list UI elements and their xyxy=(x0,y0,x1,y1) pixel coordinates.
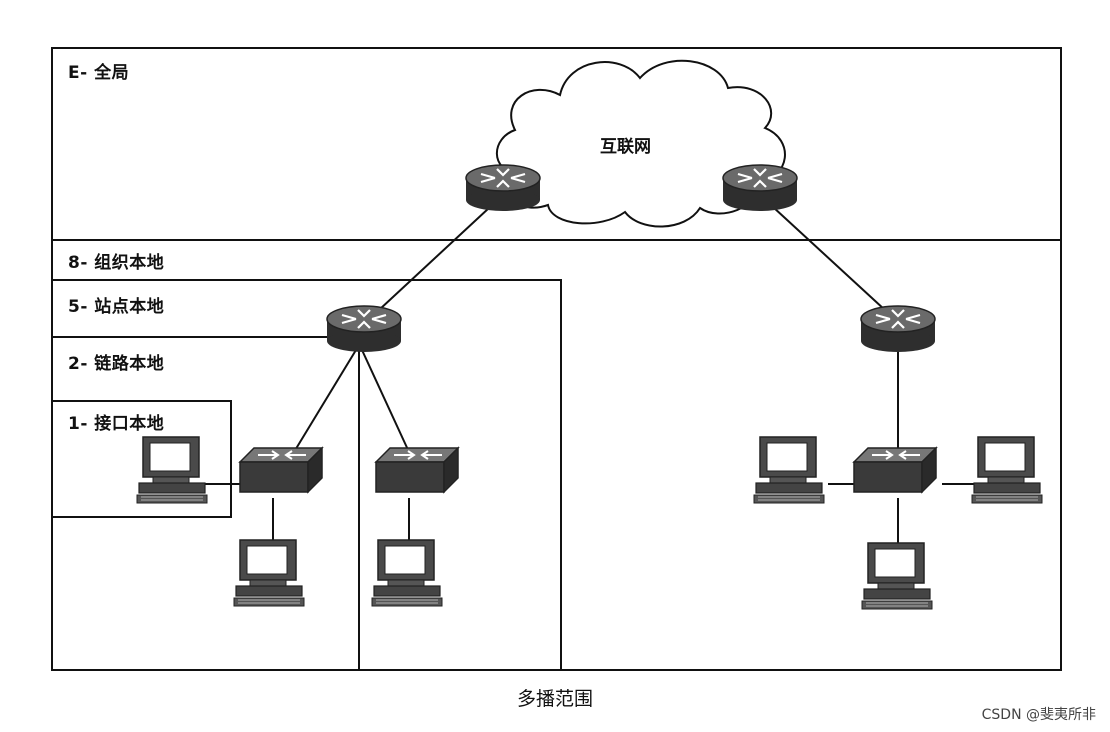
router-icon xyxy=(325,304,403,354)
connection-lines xyxy=(205,194,975,545)
computer-icon xyxy=(861,542,933,610)
watermark: CSDN @斐夷所非 xyxy=(981,707,1096,723)
org-local-scope-label: 8- 组织本地 xyxy=(68,253,165,273)
interface-local-scope-label: 1- 接口本地 xyxy=(68,414,165,434)
computer-icon xyxy=(971,436,1043,504)
router-icon xyxy=(859,304,937,354)
switch-icon xyxy=(853,447,937,493)
computer-icon xyxy=(136,436,208,504)
computer-icon xyxy=(371,539,443,607)
router-icon xyxy=(721,163,799,213)
computer-icon xyxy=(753,436,825,504)
internet-cloud-label: 互联网 xyxy=(600,137,651,157)
router-icon xyxy=(464,163,542,213)
global-scope-label: E- 全局 xyxy=(68,63,130,83)
cloud-icon xyxy=(495,59,786,228)
diagram-caption: 多播范围 xyxy=(516,688,593,710)
site-local-scope-label: 5- 站点本地 xyxy=(68,297,165,317)
switch-icon xyxy=(239,447,323,493)
switch-icon xyxy=(375,447,459,493)
computer-icon xyxy=(233,539,305,607)
interface-local-scope-box xyxy=(51,400,232,518)
link-local-scope-label: 2- 链路本地 xyxy=(68,354,165,374)
